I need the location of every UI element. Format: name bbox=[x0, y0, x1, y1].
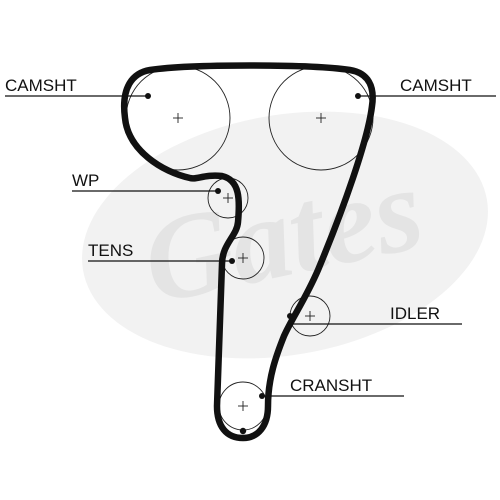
label-camshaft-left: CAMSHT bbox=[5, 76, 77, 95]
label-crankshaft: CRANSHT bbox=[290, 376, 372, 395]
leader-lines bbox=[5, 93, 496, 399]
crankshaft-timing-mark bbox=[239, 427, 247, 435]
label-idler: IDLER bbox=[390, 304, 440, 323]
label-water-pump: WP bbox=[72, 171, 99, 190]
label-tensioner: TENS bbox=[88, 241, 133, 260]
timing-belt bbox=[120, 62, 376, 442]
label-camshaft-right: CAMSHT bbox=[400, 76, 472, 95]
